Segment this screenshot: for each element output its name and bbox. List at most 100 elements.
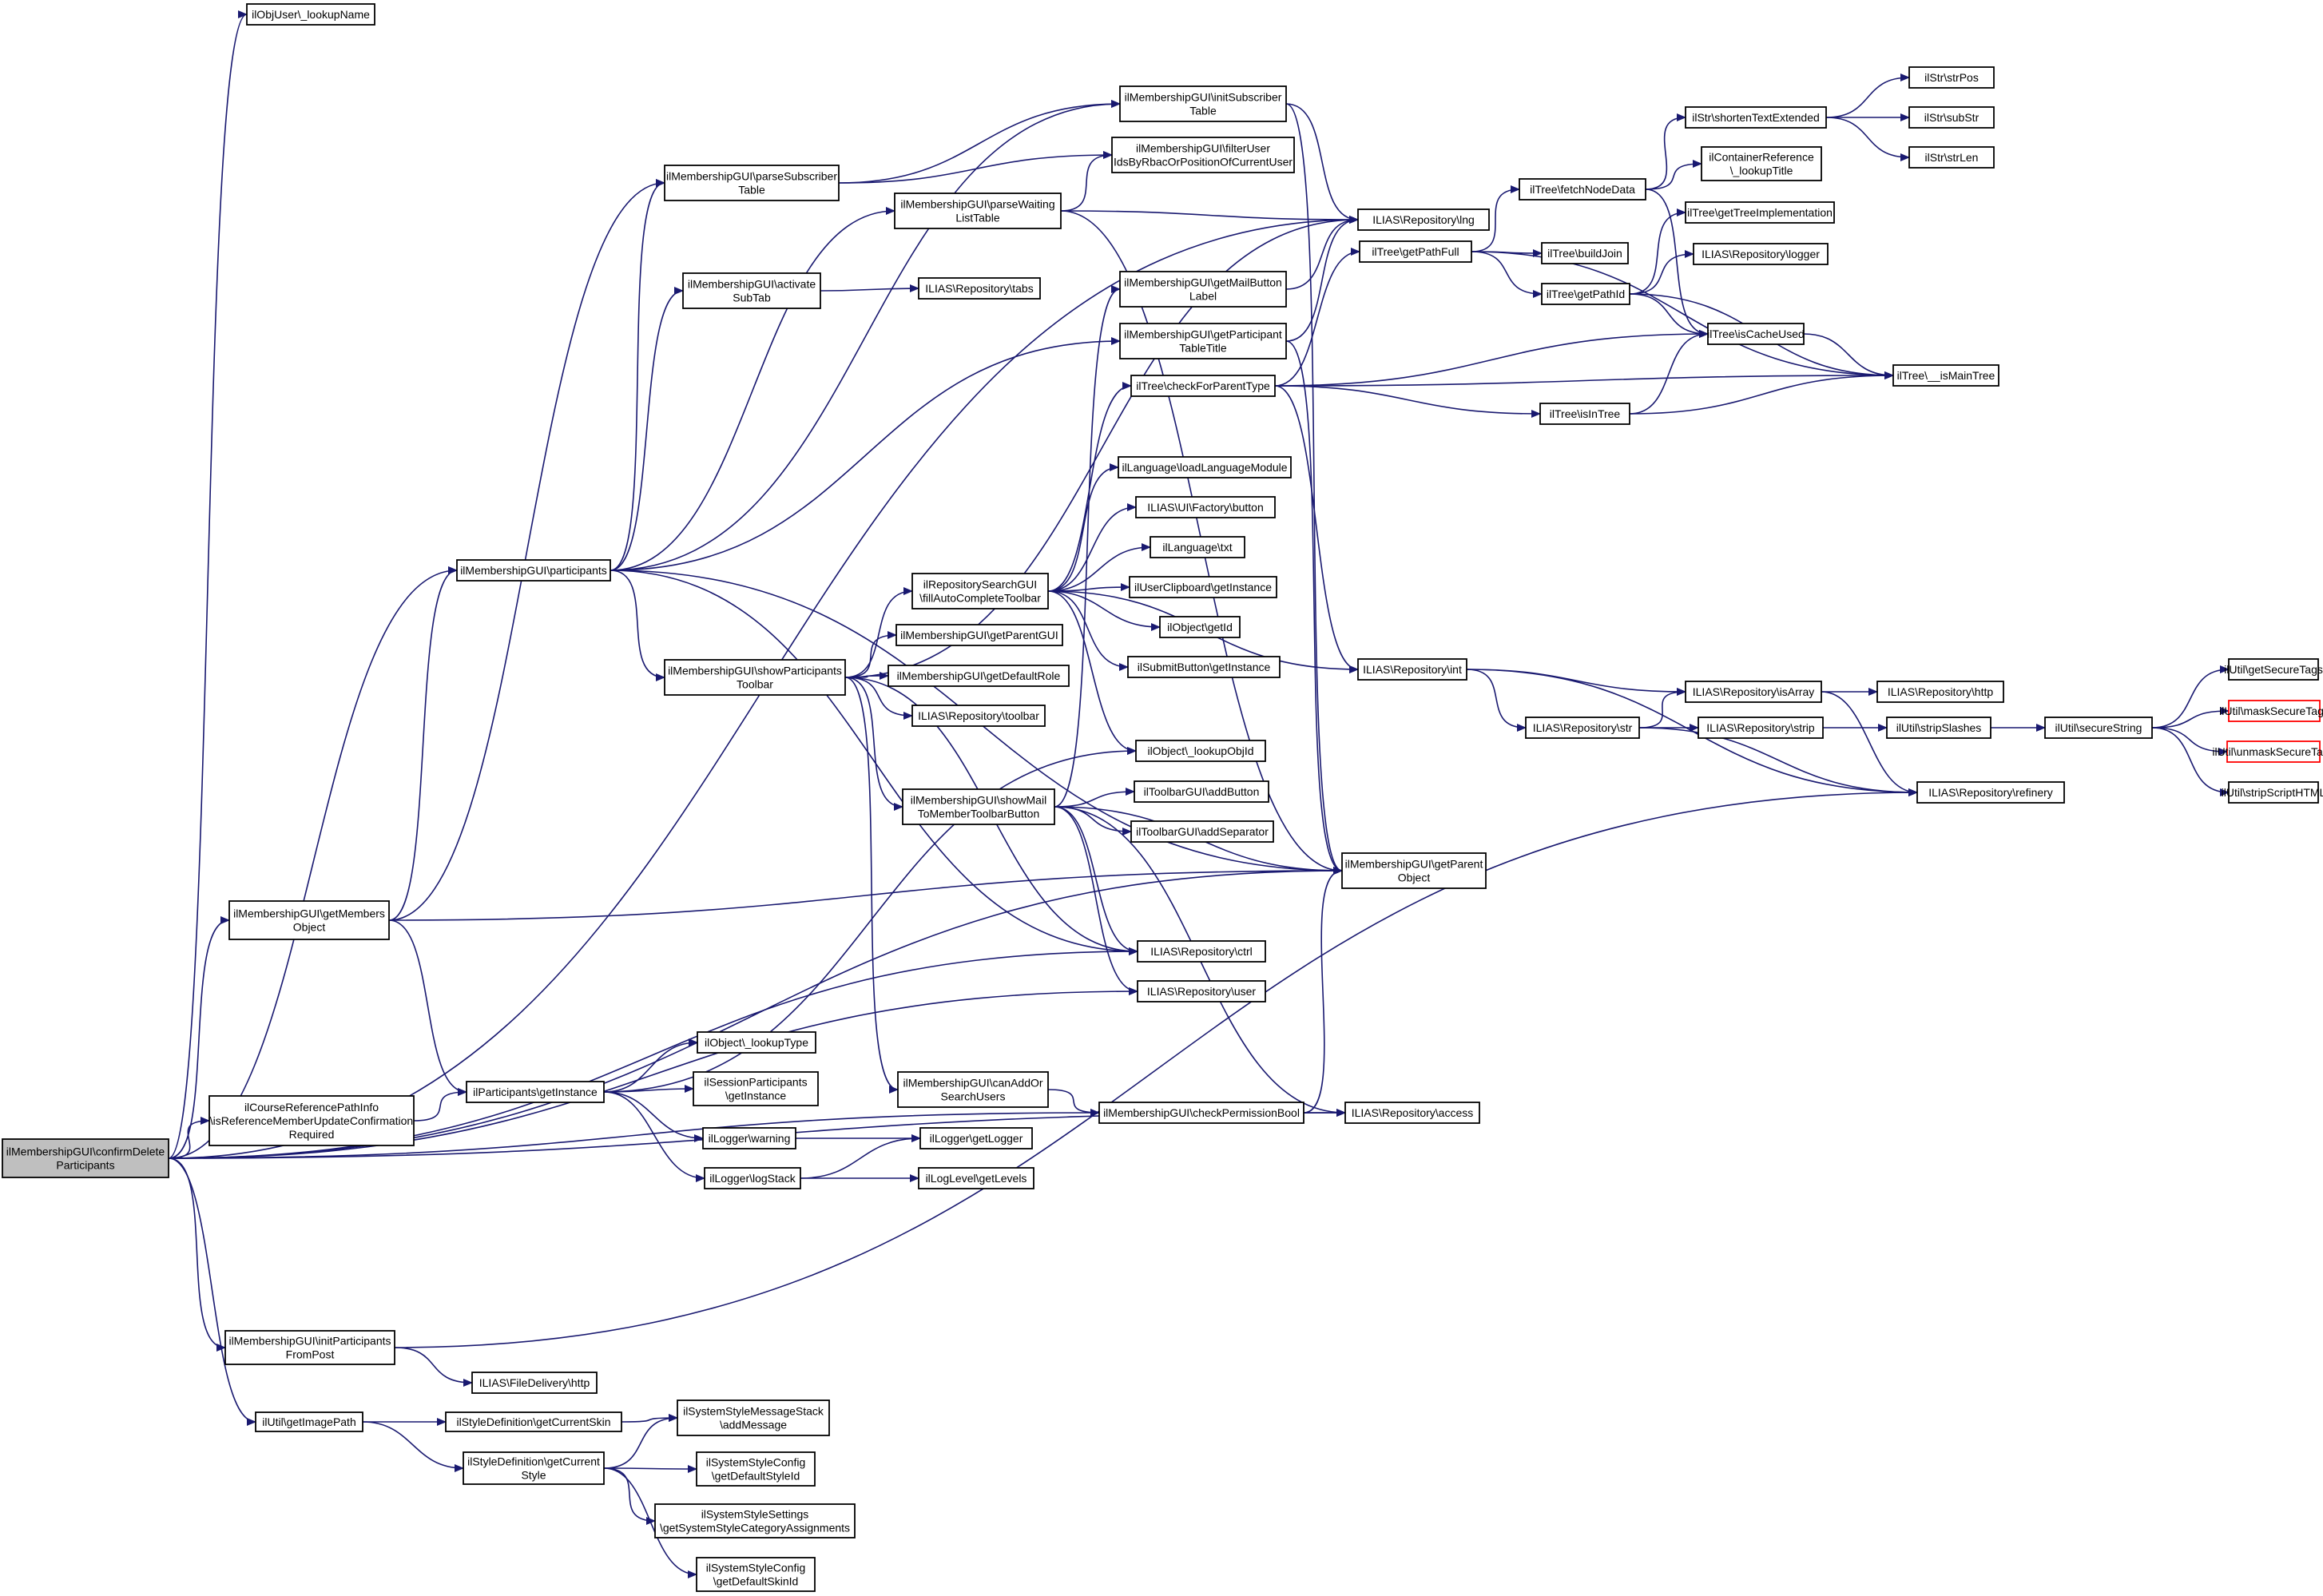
- node-is-main-tree[interactable]: ilTree\__isMainTree: [1892, 364, 1999, 387]
- node-get-logger[interactable]: ilLogger\getLogger: [919, 1127, 1033, 1149]
- node-warning[interactable]: ilLogger\warning: [702, 1127, 796, 1149]
- edge-get-members-to-participants: [388, 566, 458, 921]
- edge-init-sub-table-to-get-parent-obj: [1285, 103, 1343, 875]
- node-unmask-secure[interactable]: ilUtil\unmaskSecureTags: [2212, 740, 2323, 763]
- node-ctrl[interactable]: ILIAS\Repository\ctrl: [1137, 940, 1266, 963]
- edge-check-perm-to-get-parent-obj: [1303, 867, 1343, 1114]
- node-repo-http[interactable]: ILIAS\Repository\http: [1876, 681, 2004, 703]
- node-add-sep[interactable]: ilToolbarGUI\addSeparator: [1130, 820, 1274, 843]
- node-is-cache-used[interactable]: ilTree\isCacheUsed: [1707, 323, 1805, 345]
- node-box: [1341, 852, 1487, 889]
- node-ui-button[interactable]: ILIAS\UI\Factory\button: [1135, 496, 1276, 518]
- node-get-instance[interactable]: ilParticipants\getInstance: [466, 1081, 605, 1103]
- node-get-path-id[interactable]: ilTree\getPathId: [1541, 283, 1630, 305]
- node-str-pos[interactable]: ilStr\strPos: [1908, 66, 1995, 89]
- node-show-mail[interactable]: ilMembershipGUI\showMailToMemberToolbarB…: [902, 788, 1055, 825]
- node-strip[interactable]: ILIAS\Repository\strip: [1698, 717, 1824, 739]
- node-session-part[interactable]: ilSessionParticipants\getInstance: [693, 1071, 819, 1106]
- node-is-array[interactable]: ILIAS\Repository\isArray: [1685, 681, 1822, 703]
- node-toolbar[interactable]: ILIAS\Repository\toolbar: [911, 705, 1046, 727]
- node-submit-btn[interactable]: ilSubmitButton\getInstance: [1127, 656, 1281, 678]
- node-participants[interactable]: ilMembershipGUI\participants: [456, 559, 611, 582]
- node-shorten-text[interactable]: ilStr\shortenTextExtended: [1685, 106, 1827, 129]
- node-label: ILIAS\Repository\logger: [1702, 248, 1820, 260]
- node-strip-script[interactable]: ilUtil\stripScriptHTML: [2222, 781, 2323, 804]
- node-box: [918, 1167, 1034, 1189]
- node-get-id[interactable]: ilObject\getId: [1159, 616, 1241, 638]
- node-str[interactable]: ILIAS\Repository\str: [1525, 717, 1640, 739]
- node-def-style-id[interactable]: ilSystemStyleConfig\getDefaultStyleId: [696, 1451, 816, 1487]
- node-container-ref[interactable]: ilContainerReference\_lookupTitle: [1701, 146, 1822, 181]
- edge-fill-auto-to-submit-btn: [1047, 590, 1129, 671]
- node-cat-assign[interactable]: ilSystemStyleSettings\getSystemStyleCate…: [654, 1503, 856, 1538]
- edge-show-mail-to-ctrl: [1054, 806, 1138, 955]
- node-label: ilUtil\unmaskSecureTags: [2212, 745, 2323, 758]
- node-get-default-role[interactable]: ilMembershipGUI\getDefaultRole: [888, 665, 1070, 687]
- node-log-stack[interactable]: ilLogger\logStack: [704, 1167, 801, 1189]
- node-add-button[interactable]: ilToolbarGUI\addButton: [1134, 780, 1269, 803]
- node-label: ilUserClipboard\getInstance: [1134, 581, 1272, 594]
- node-label: ILIAS\Repository\ctrl: [1150, 945, 1253, 958]
- node-get-path-full[interactable]: ilTree\getPathFull: [1359, 240, 1472, 263]
- node-get-tree-impl[interactable]: ilTree\getTreeImplementation: [1685, 201, 1835, 224]
- node-logger[interactable]: ILIAS\Repository\logger: [1693, 243, 1829, 265]
- node-check-perm[interactable]: ilMembershipGUI\checkPermissionBool: [1098, 1102, 1304, 1124]
- node-course-path[interactable]: ilCourseReferencePathInfo\isReferenceMem…: [208, 1095, 415, 1146]
- node-get-levels[interactable]: ilLogLevel\getLevels: [918, 1167, 1034, 1189]
- node-sub-str[interactable]: ilStr\subStr: [1908, 106, 1995, 129]
- node-box: [1908, 146, 1995, 169]
- node-clipboard[interactable]: ilUserClipboard\getInstance: [1129, 576, 1277, 598]
- edge-fill-auto-to-get-id: [1047, 590, 1161, 631]
- node-root[interactable]: ilMembershipGUI\confirmDeleteParticipant…: [2, 1138, 169, 1178]
- node-label: ilUtil\getImagePath: [262, 1415, 356, 1428]
- node-get-parent-gui[interactable]: ilMembershipGUI\getParentGUI: [895, 624, 1063, 646]
- node-get-image-path[interactable]: ilUtil\getImagePath: [255, 1411, 363, 1432]
- node-txt[interactable]: ilLanguage\txt: [1150, 536, 1245, 558]
- node-is-in-tree[interactable]: ilTree\isInTree: [1539, 403, 1630, 425]
- node-get-current-skin[interactable]: ilStyleDefinition\getCurrentSkin: [445, 1411, 622, 1432]
- node-label: Required: [289, 1128, 335, 1141]
- node-lookup-type[interactable]: ilObject\_lookupType: [697, 1031, 816, 1054]
- node-tabs[interactable]: ILIAS\Repository\tabs: [918, 277, 1041, 300]
- node-fetch-node[interactable]: ilTree\fetchNodeData: [1519, 178, 1646, 200]
- node-load-lang[interactable]: ilLanguage\loadLanguageModule: [1118, 456, 1292, 478]
- node-file-http[interactable]: ILIAS\FileDelivery\http: [471, 1372, 598, 1394]
- node-label: Style: [521, 1469, 546, 1482]
- node-add-message[interactable]: ilSystemStyleMessageStack\addMessage: [677, 1399, 830, 1436]
- edge-get-instance-to-lookup-type: [603, 1038, 698, 1093]
- edge-participants-to-init-sub-table: [610, 100, 1121, 571]
- node-get-secure-tags[interactable]: ilUtil\getSecureTags: [2224, 658, 2323, 681]
- edge-str-to-refinery: [1638, 727, 1918, 796]
- node-lookup-obj-id[interactable]: ilObject\_lookupObjId: [1135, 740, 1266, 762]
- edge-parse-wait-to-lng: [1060, 210, 1359, 224]
- edge-can-add-to-check-perm: [1047, 1089, 1100, 1117]
- node-refinery[interactable]: ILIAS\Repository\refinery: [1916, 781, 2065, 804]
- node-build-join[interactable]: ilTree\buildJoin: [1541, 242, 1629, 264]
- node-label: ilMembershipGUI\confirmDelete: [6, 1145, 165, 1158]
- node-check-parent[interactable]: ilTree\checkForParentType: [1130, 375, 1276, 397]
- node-def-skin-id[interactable]: ilSystemStyleConfig\getDefaultSkinId: [696, 1557, 816, 1592]
- node-str-len[interactable]: ilStr\strLen: [1908, 146, 1995, 169]
- node-filter-user[interactable]: ilMembershipGUI\filterUserIdsByRbacOrPos…: [1111, 137, 1295, 173]
- node-lng[interactable]: ILIAS\Repository\lng: [1357, 208, 1490, 231]
- node-fill-auto[interactable]: ilRepositorySearchGUI\fillAutoCompleteTo…: [911, 573, 1049, 609]
- node-user[interactable]: ILIAS\Repository\user: [1137, 980, 1266, 1002]
- node-int[interactable]: ILIAS\Repository\int: [1357, 658, 1467, 681]
- node-secure-string[interactable]: ilUtil\secureString: [2044, 717, 2153, 739]
- node-mask-secure[interactable]: ilUtil\maskSecureTags: [2219, 700, 2323, 722]
- node-access[interactable]: ILIAS\Repository\access: [1344, 1102, 1480, 1124]
- node-strip-slashes[interactable]: ilUtil\stripSlashes: [1886, 717, 1991, 739]
- node-lookup-name[interactable]: ilObjUser\_lookupName: [246, 3, 375, 26]
